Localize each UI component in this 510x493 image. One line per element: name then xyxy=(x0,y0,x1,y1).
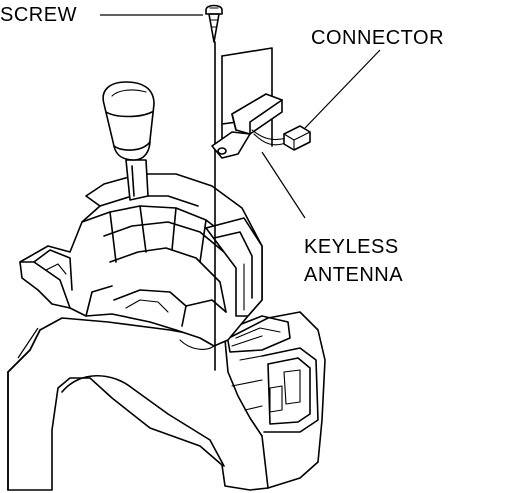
screw-label: SCREW xyxy=(0,4,77,26)
console-housing xyxy=(7,311,326,491)
shift-lever xyxy=(102,81,155,201)
keyless-antenna-label-line2: ANTENNA xyxy=(304,264,404,286)
callout-leaders xyxy=(17,14,381,359)
antenna-connector xyxy=(283,125,311,151)
connector-label: CONNECTOR xyxy=(311,27,445,49)
keyless-antenna xyxy=(211,93,289,159)
screw xyxy=(205,4,223,43)
shift-lever-bezel xyxy=(19,173,263,350)
keyless-antenna-label-line1: KEYLESS xyxy=(304,236,399,258)
